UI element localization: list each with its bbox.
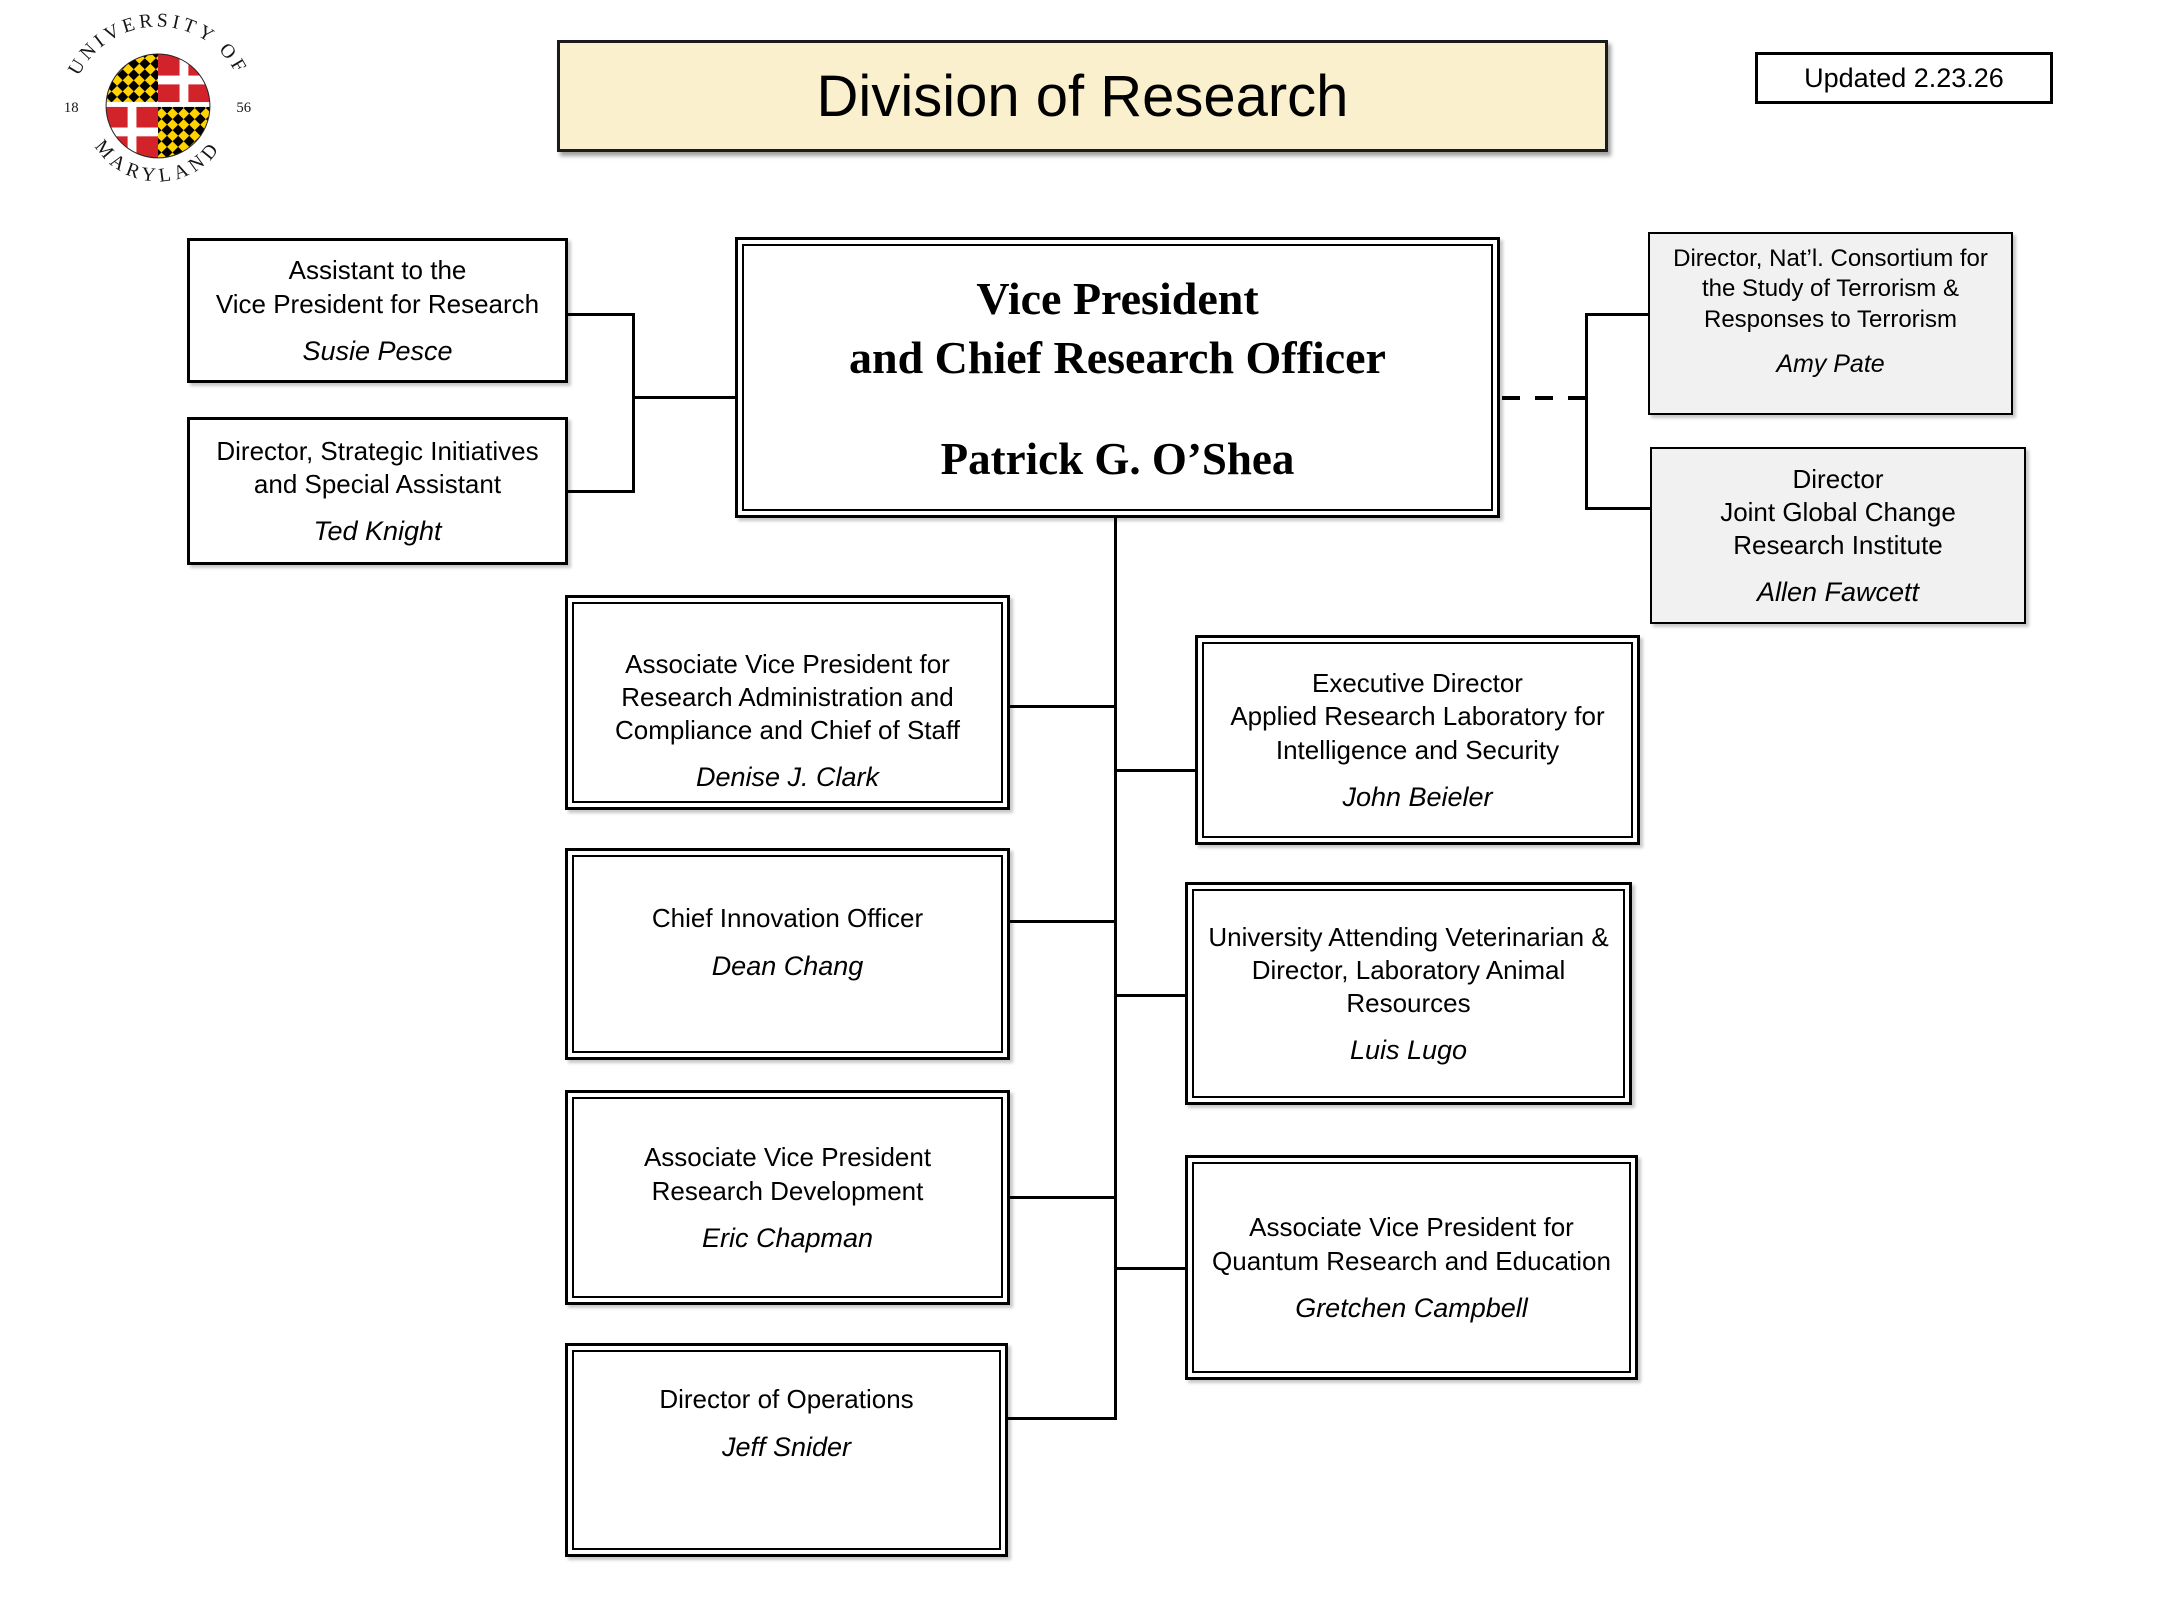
- connector-ted-stub: [568, 490, 635, 493]
- org-box-assistant-to-vp-name: Susie Pesce: [302, 335, 453, 366]
- connector-vp-dashed: [1502, 396, 1587, 400]
- org-box-strategic-initiatives: Director, Strategic Initiatives and Spec…: [187, 417, 568, 565]
- org-box-assistant-to-vp: Assistant to the Vice President for Rese…: [187, 238, 568, 383]
- org-box-research-development: Associate Vice President Research Develo…: [565, 1090, 1010, 1305]
- org-box-director-of-operations-name: Jeff Snider: [721, 1431, 852, 1462]
- org-box-joint-global-change: Director Joint Global Change Research In…: [1650, 447, 2026, 624]
- org-box-quantum-research-role: Associate Vice President for Quantum Res…: [1212, 1212, 1611, 1276]
- org-box-joint-global-change-role: Director Joint Global Change Research In…: [1720, 463, 1956, 560]
- org-box-chief-innovation-officer: Chief Innovation Officer Dean Chang: [565, 848, 1010, 1060]
- org-box-attending-veterinarian-role: University Attending Veterinarian & Dire…: [1208, 921, 1609, 1018]
- org-box-research-development-name: Eric Chapman: [701, 1222, 874, 1253]
- connector-susie-stub: [568, 313, 635, 316]
- umd-globe: [106, 54, 210, 158]
- org-box-research-administration-name: Denise J. Clark: [695, 762, 880, 793]
- connector-allen-stub: [1585, 507, 1653, 510]
- org-box-arlis-name: John Beieler: [1342, 781, 1493, 812]
- connector-dean-branch: [1010, 920, 1117, 923]
- connector-left-vertical: [632, 313, 635, 493]
- org-box-research-development-role: Associate Vice President Research Develo…: [643, 1142, 932, 1206]
- connector-left-to-vp: [632, 396, 738, 399]
- org-box-vice-president: Vice President and Chief Research Office…: [735, 237, 1500, 518]
- org-box-chief-innovation-officer-role: Chief Innovation Officer: [651, 903, 924, 934]
- org-box-research-administration: Associate Vice President for Research Ad…: [565, 595, 1010, 810]
- logo-year-left: 18: [64, 100, 79, 116]
- org-box-strategic-initiatives-role: Director, Strategic Initiatives and Spec…: [216, 435, 539, 499]
- org-box-director-of-operations-role: Director of Operations: [659, 1384, 914, 1415]
- connector-jeff-branch: [1008, 1417, 1117, 1420]
- org-box-start-consortium-role: Director, Nat’l. Consortium for the Stud…: [1673, 244, 1988, 333]
- org-box-director-of-operations: Director of Operations Jeff Snider: [565, 1343, 1008, 1557]
- org-box-start-consortium-name: Amy Pate: [1776, 350, 1885, 379]
- page-title-banner: Division of Research: [557, 40, 1608, 152]
- connector-eric-branch: [1010, 1196, 1117, 1199]
- org-box-start-consortium: Director, Nat’l. Consortium for the Stud…: [1648, 232, 2013, 415]
- logo-year-right: 56: [236, 100, 251, 116]
- page-title: Division of Research: [816, 63, 1349, 129]
- connector-lugo-branch: [1114, 994, 1188, 997]
- org-box-arlis-role: Executive Director Applied Research Labo…: [1230, 668, 1605, 765]
- connector-amy-stub: [1585, 313, 1651, 316]
- org-box-quantum-research-name: Gretchen Campbell: [1295, 1292, 1528, 1323]
- org-box-attending-veterinarian: University Attending Veterinarian & Dire…: [1185, 882, 1632, 1105]
- org-box-joint-global-change-name: Allen Fawcett: [1756, 577, 1920, 608]
- connector-right-vertical: [1585, 313, 1588, 510]
- org-box-quantum-research: Associate Vice President for Quantum Res…: [1185, 1155, 1638, 1380]
- org-box-vice-president-name: Patrick G. O’Shea: [940, 434, 1295, 485]
- connector-beieler-branch: [1114, 769, 1198, 772]
- updated-text: Updated 2.23.26: [1804, 62, 2004, 93]
- org-box-arlis: Executive Director Applied Research Labo…: [1195, 635, 1640, 845]
- org-box-strategic-initiatives-name: Ted Knight: [313, 516, 442, 547]
- connector-campbell-branch: [1114, 1267, 1188, 1270]
- globe-outline: [105, 53, 211, 159]
- umd-logo: UNIVERSITY OF MARYLAND 18 56: [64, 10, 251, 187]
- connector-trunk: [1114, 518, 1117, 1420]
- org-box-vice-president-role: Vice President and Chief Research Office…: [849, 272, 1386, 383]
- updated-stamp: Updated 2.23.26: [1755, 52, 2053, 104]
- org-box-attending-veterinarian-name: Luis Lugo: [1349, 1035, 1468, 1066]
- org-box-research-administration-role: Associate Vice President for Research Ad…: [615, 648, 960, 745]
- org-box-chief-innovation-officer-name: Dean Chang: [711, 950, 864, 981]
- connector-denise-branch: [1010, 705, 1117, 708]
- org-box-assistant-to-vp-role: Assistant to the Vice President for Rese…: [215, 255, 540, 319]
